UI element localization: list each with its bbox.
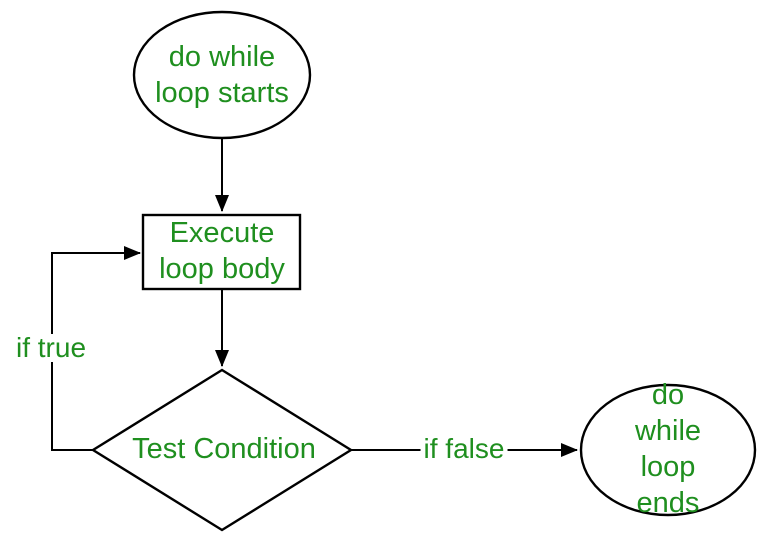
condition-diamond — [90, 368, 354, 532]
end-node-label: do while loop ends — [634, 379, 702, 519]
start-node-label: do while loop starts — [155, 41, 289, 109]
execute-node-label: Execute loop body — [159, 217, 285, 285]
end-ellipse — [579, 383, 757, 517]
condition-node-label: Test Condition — [132, 433, 316, 466]
if-false-edge-label: if false — [420, 435, 508, 463]
if-true-edge-label: if true — [12, 334, 90, 362]
